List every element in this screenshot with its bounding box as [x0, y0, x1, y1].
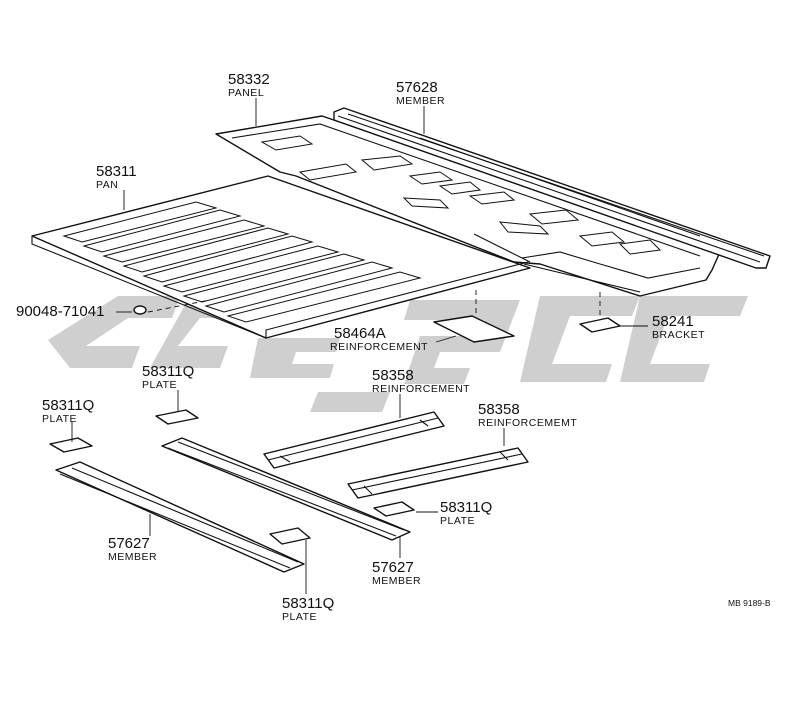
part-name: REINFORCEMENT	[372, 383, 470, 395]
part-name: PAN	[96, 179, 118, 191]
part-name: MEMBER	[108, 551, 157, 563]
label-58311q-d: 58311Q PLATE	[282, 595, 334, 623]
part-number: 58311Q	[440, 499, 492, 516]
part-name: PLATE	[282, 611, 317, 623]
part-number: 58311Q	[142, 363, 194, 380]
part-number: 58311Q	[42, 397, 94, 414]
member-57627-left	[55, 461, 305, 573]
member-57627-right	[161, 437, 411, 541]
bolt-90048-71041	[133, 299, 211, 315]
part-number: 90048-71041	[16, 303, 104, 320]
label-58311q-c: 58311Q PLATE	[440, 499, 492, 527]
label-58358-b: 58358 REINFORCEMEMT	[478, 401, 577, 429]
part-number: 58332	[228, 71, 270, 88]
label-90048-71041: 90048-71041	[16, 303, 104, 320]
label-57627-a: 57627 MEMBER	[108, 535, 157, 563]
part-number: 57627	[108, 535, 150, 552]
part-name: MEMBER	[396, 95, 445, 107]
label-58241: 58241 BRACKET	[652, 313, 705, 341]
drawing-code: MB 9189-B	[728, 598, 771, 608]
leader-lines	[71, 98, 648, 594]
watermark-logo	[48, 296, 748, 412]
label-58464a: 58464A REINFORCEMENT	[330, 325, 428, 353]
pan-58311	[31, 175, 531, 339]
part-number: 58358	[372, 367, 414, 384]
label-57627-b: 57627 MEMBER	[372, 559, 421, 587]
part-number: 58358	[478, 401, 520, 418]
member-57628	[333, 107, 771, 269]
plate-58311q-small-1	[155, 409, 199, 425]
part-name: MEMBER	[372, 575, 421, 587]
label-58311q-b: 58311Q PLATE	[42, 397, 94, 425]
label-57628: 57628 MEMBER	[396, 79, 445, 107]
reinforcement-58464a	[433, 290, 515, 343]
part-number: 58311Q	[282, 595, 334, 612]
part-name: PLATE	[440, 515, 475, 527]
part-number: 57628	[396, 79, 438, 96]
part-number: 58464A	[334, 325, 386, 342]
plate-58311q-small-4	[269, 527, 311, 545]
label-58332: 58332 PANEL	[228, 71, 270, 99]
label-58311q-a: 58311Q PLATE	[142, 363, 194, 391]
part-number: 58241	[652, 313, 694, 330]
part-name: PLATE	[42, 413, 77, 425]
part-number: 58311	[96, 163, 137, 180]
label-58311: 58311 PAN	[96, 163, 137, 191]
part-name: REINFORCEMENT	[330, 341, 428, 353]
part-name: REINFORCEMEMT	[478, 417, 577, 429]
reinforcement-58358-upper	[263, 411, 445, 469]
part-name: PLATE	[142, 379, 177, 391]
part-name: BRACKET	[652, 329, 705, 341]
plate-58311q-small-2	[49, 437, 93, 453]
plate-58311q-small-3	[373, 501, 415, 517]
reinforcement-58358-lower	[347, 447, 529, 499]
label-58358-a: 58358 REINFORCEMENT	[372, 367, 470, 395]
panel-58332	[215, 115, 721, 297]
part-name: PANEL	[228, 87, 264, 99]
part-number: 57627	[372, 559, 414, 576]
